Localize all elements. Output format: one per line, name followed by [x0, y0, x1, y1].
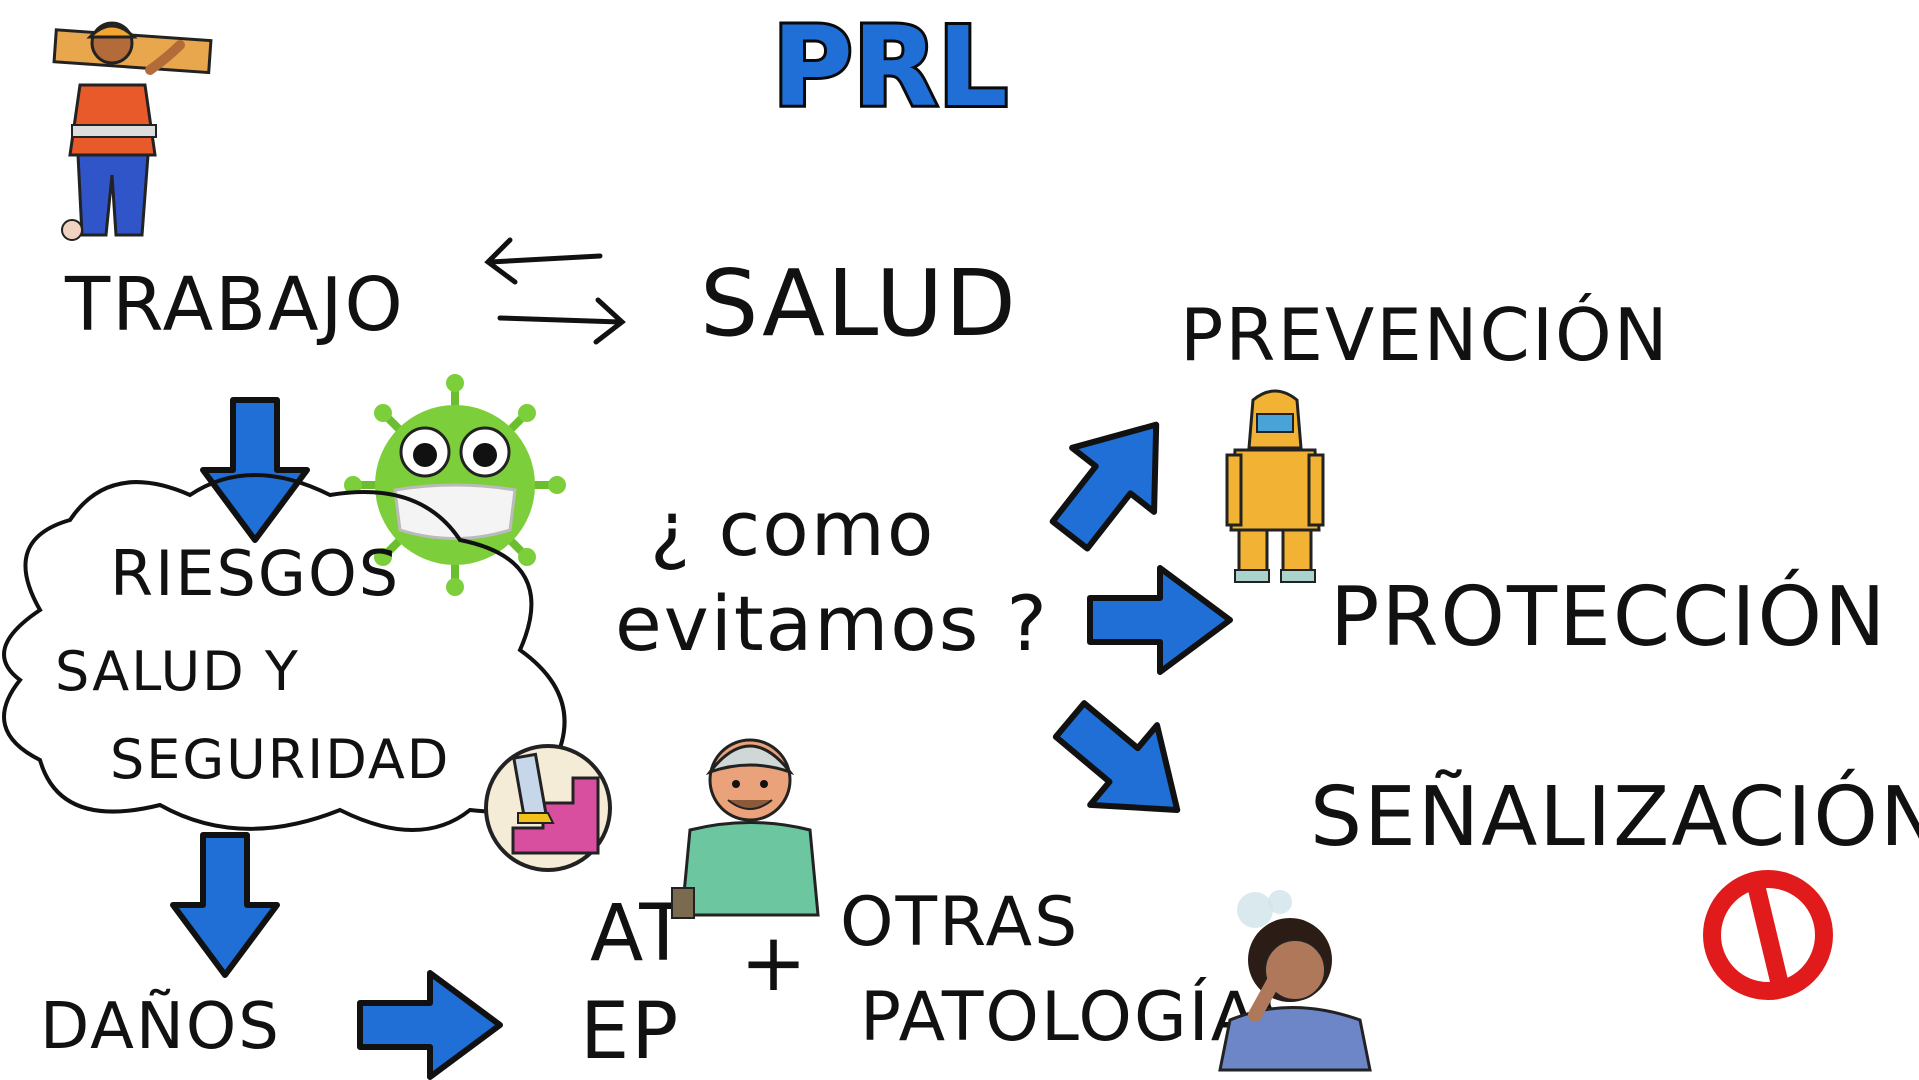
injured-man-bandaged-icon — [671, 738, 820, 919]
label-salud-y: SALUD Y — [55, 640, 300, 703]
prohibition-sign-icon — [1703, 870, 1833, 1000]
label-trabajo: TRABAJO — [64, 262, 405, 348]
arrow-danos-to-at-ep — [360, 973, 500, 1077]
down-arrow-icon — [203, 400, 307, 540]
hazmat-suit-person-icon — [1225, 389, 1325, 583]
label-danos: DAÑOS — [40, 989, 281, 1064]
label-evitamos: evitamos ? — [615, 579, 1049, 668]
label-salud: SALUD — [700, 250, 1018, 357]
worker-carrying-plank-icon — [52, 21, 213, 241]
label-at: AT — [590, 889, 689, 979]
label-proteccion: PROTECCIÓN — [1330, 568, 1887, 665]
label-senalizacion: SEÑALIZACIÓN — [1310, 768, 1919, 865]
label-plus: + — [740, 916, 809, 1009]
label-riesgos: RIESGOS — [110, 537, 400, 610]
virus-with-mask-icon — [344, 374, 566, 596]
label-otras: OTRAS — [840, 883, 1079, 962]
page-title: PRL — [772, 3, 1007, 131]
foot-slipping-on-stairs-icon — [484, 744, 612, 872]
tired-woman-headache-icon — [1218, 890, 1372, 1072]
label-como: ¿ como — [650, 484, 935, 573]
down-arrow-icon-2 — [173, 835, 277, 975]
page-title-group: PRL — [769, 0, 1010, 134]
label-ep: EP — [580, 987, 680, 1077]
cloud-riesgos-group: RIESGOS SALUD Y SEGURIDAD — [2, 473, 567, 832]
arrow-to-senalizacion — [1037, 680, 1211, 850]
label-prevencion: PREVENCIÓN — [1180, 293, 1670, 377]
label-seguridad: SEGURIDAD — [110, 728, 450, 791]
bidirectional-arrow-icon — [484, 237, 626, 345]
arrow-to-proteccion — [1090, 568, 1230, 672]
arrow-to-prevencion — [1029, 393, 1197, 567]
